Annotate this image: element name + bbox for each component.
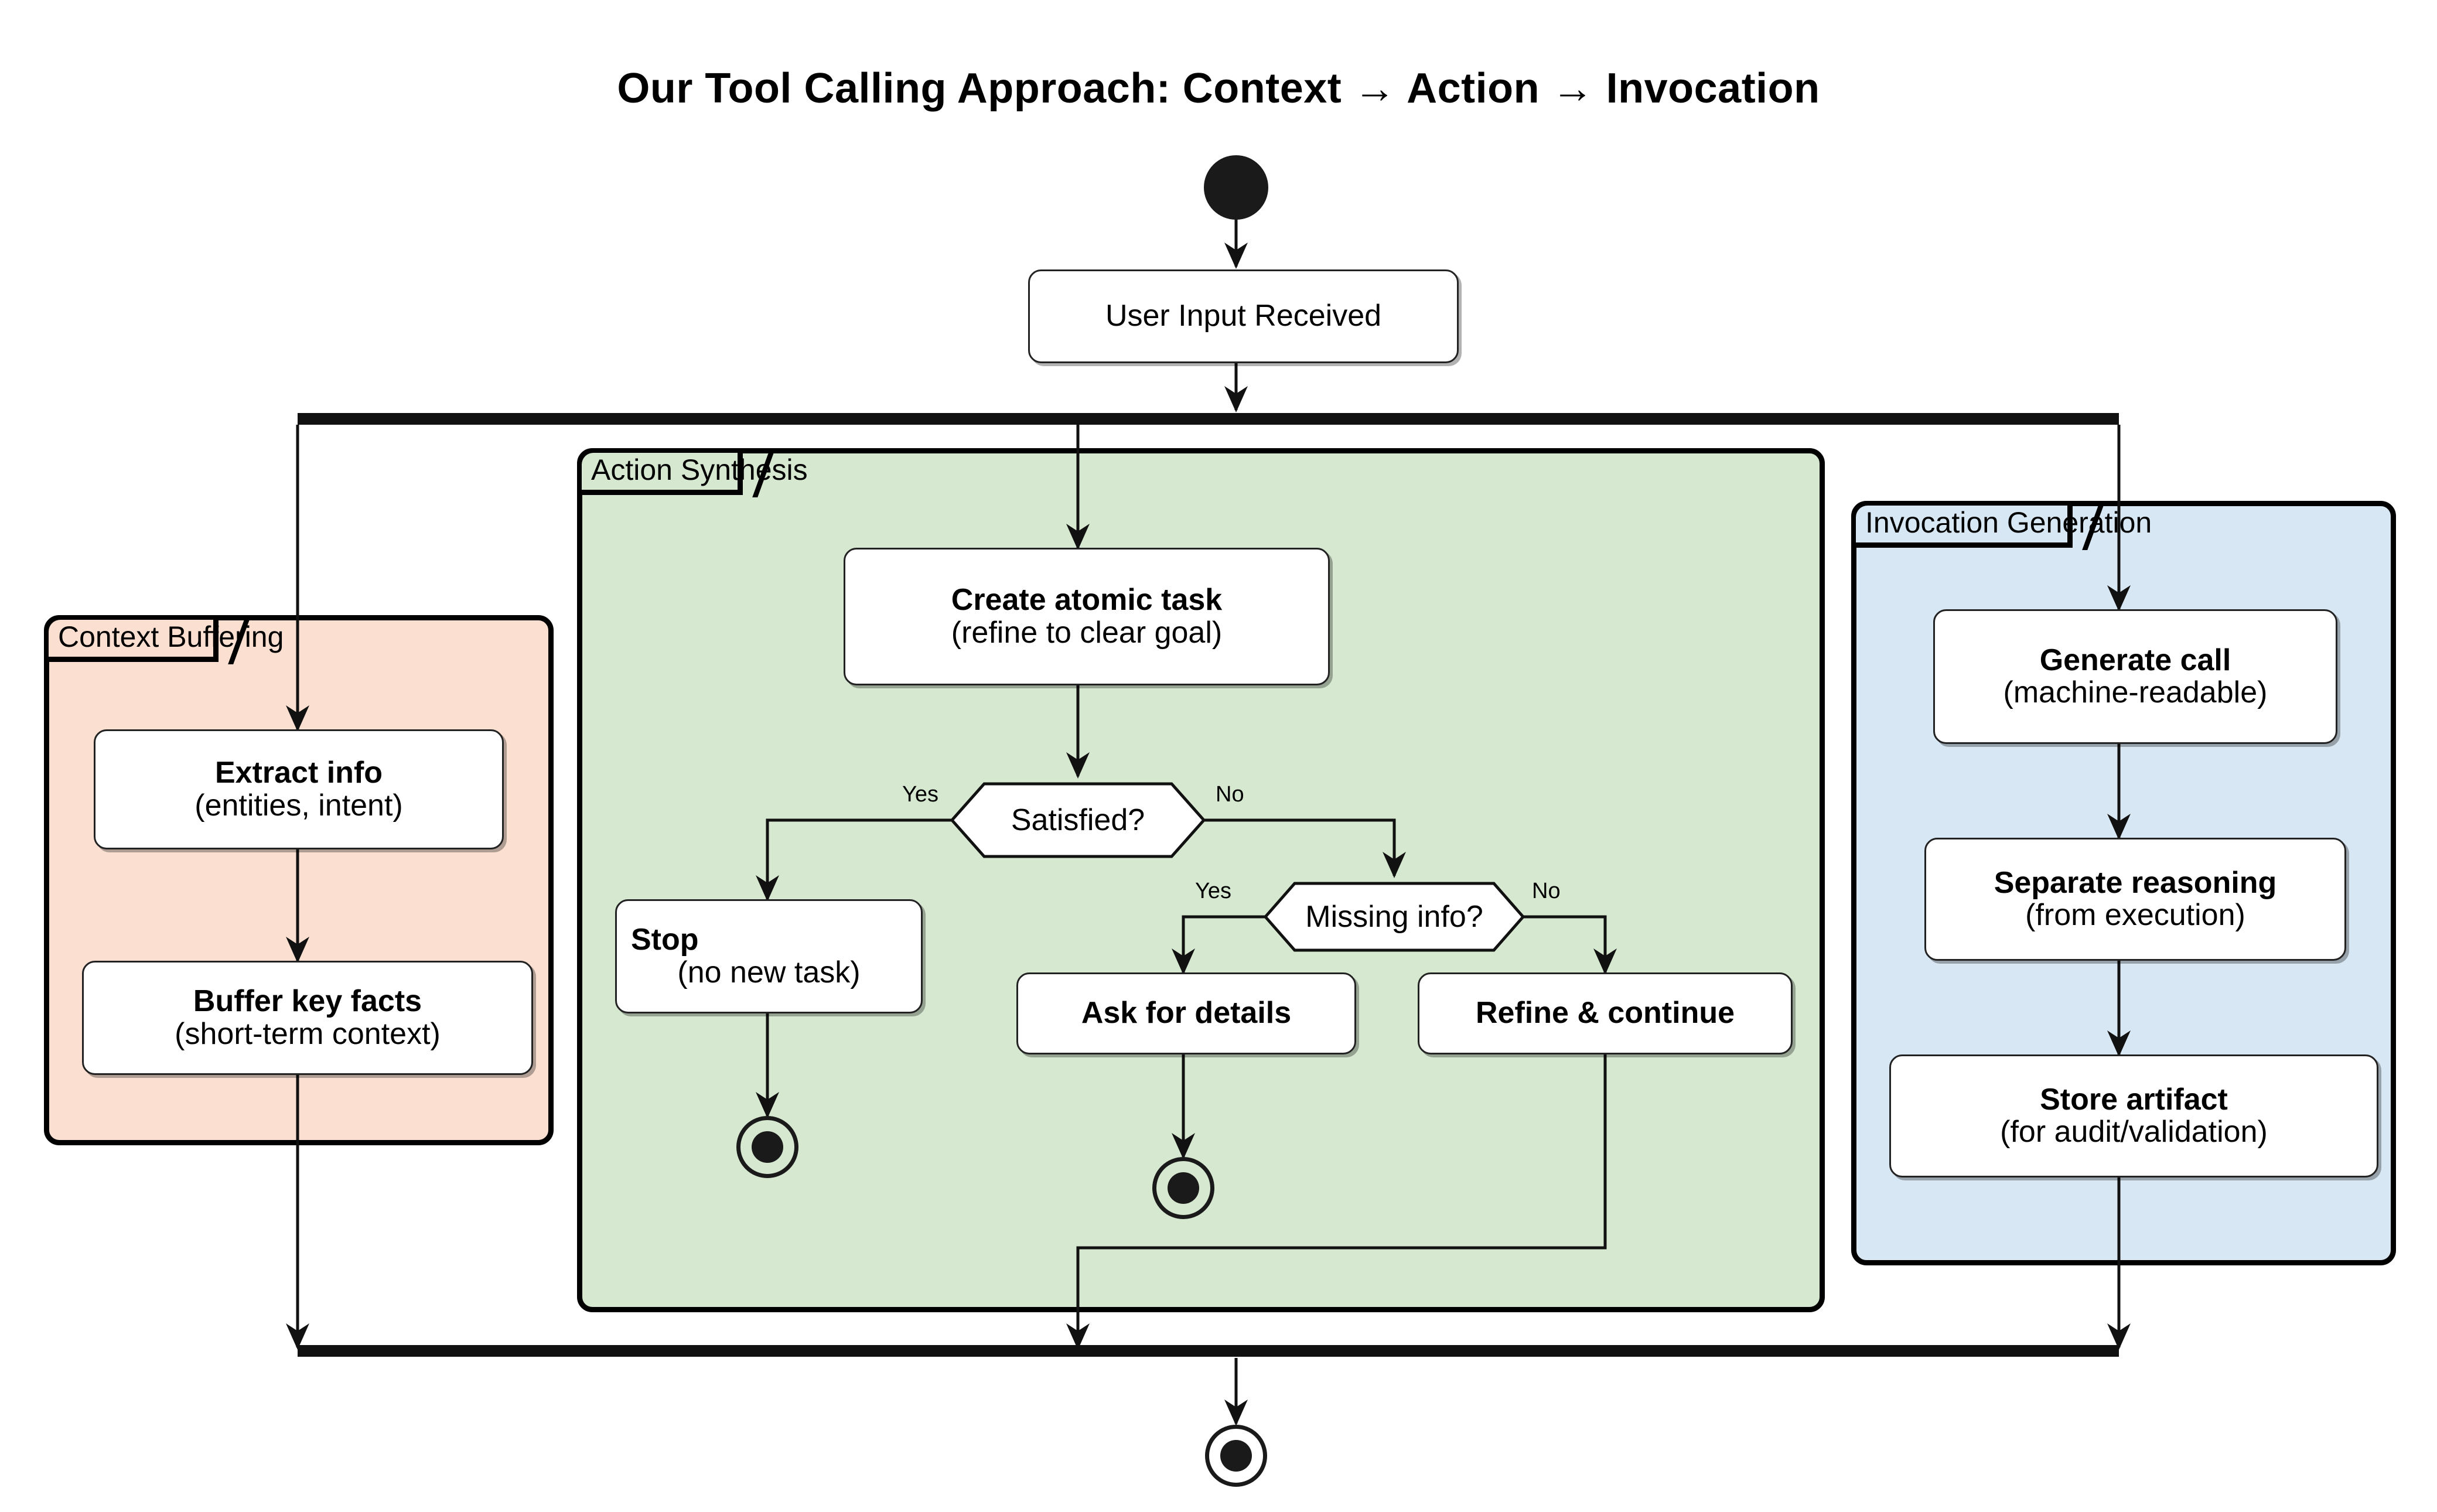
end-node-stop	[736, 1116, 798, 1178]
activity-separate-reasoning[interactable]: Separate reasoning (from execution)	[1924, 838, 2346, 961]
decision-satisfied-shape	[950, 782, 1206, 858]
end-node-stop-dot	[752, 1131, 783, 1163]
activity-stop-subtitle: (no new task)	[677, 955, 861, 989]
group-action-synthesis-label: Action Synthesis	[591, 453, 808, 486]
activity-buffer-key-facts-subtitle: (short-term context)	[175, 1016, 441, 1051]
group-context-buffering-label: Context Buffering	[58, 620, 284, 653]
activity-store-artifact[interactable]: Store artifact (for audit/validation)	[1889, 1054, 2378, 1177]
activity-separate-reasoning-title: Separate reasoning	[1994, 865, 2277, 900]
activity-create-atomic-task-subtitle: (refine to clear goal)	[951, 615, 1223, 650]
edge-satisfied-no	[1204, 818, 1396, 873]
group-context-buffering-tab: Context Buffering	[49, 620, 284, 662]
activity-ask-for-details-title: Ask for details	[1081, 996, 1292, 1030]
activity-ask-for-details[interactable]: Ask for details	[1016, 972, 1356, 1054]
activity-separate-reasoning-subtitle: (from execution)	[2025, 898, 2245, 932]
activity-generate-call[interactable]: Generate call (machine-readable)	[1933, 609, 2337, 744]
edge-missing-no	[1523, 915, 1607, 970]
start-node	[1204, 155, 1268, 220]
activity-store-artifact-subtitle: (for audit/validation)	[2000, 1115, 2268, 1149]
edge-label-satisfied-no: No	[1216, 782, 1244, 807]
decision-missing-info-label: Missing info?	[1305, 900, 1483, 934]
final-end-node-dot	[1220, 1440, 1252, 1472]
activity-extract-info-title: Extract info	[214, 756, 383, 790]
group-invocation-generation-tab: Invocation Generation	[1856, 506, 2152, 548]
edge-label-missing-no: No	[1532, 879, 1561, 903]
page-title: Our Tool Calling Approach: Context → Act…	[617, 65, 1820, 112]
end-node-ask	[1152, 1157, 1214, 1219]
edge-refine-to-join	[1076, 1054, 1607, 1344]
activity-extract-info-subtitle: (entities, intent)	[194, 788, 403, 822]
activity-user-input-received[interactable]: User Input Received	[1028, 269, 1459, 363]
final-end-node	[1205, 1425, 1267, 1487]
end-node-ask-dot	[1168, 1172, 1199, 1204]
activity-refine-continue[interactable]: Refine & continue	[1418, 972, 1793, 1054]
join-bar	[298, 1345, 2119, 1357]
edge-satisfied-yes	[766, 818, 952, 896]
activity-buffer-key-facts-title: Buffer key facts	[193, 984, 422, 1019]
fork-bar	[298, 413, 2119, 425]
decision-missing-info[interactable]: Missing info?	[1265, 883, 1523, 950]
activity-stop-title: Stop	[631, 923, 699, 957]
decision-satisfied[interactable]: Satisfied?	[952, 784, 1204, 856]
activity-user-input-received-label: User Input Received	[1105, 299, 1382, 333]
activity-buffer-key-facts[interactable]: Buffer key facts (short-term context)	[82, 961, 533, 1075]
activity-generate-call-title: Generate call	[2039, 643, 2231, 677]
activity-create-atomic-task-title: Create atomic task	[951, 583, 1223, 617]
edge-label-missing-yes: Yes	[1195, 879, 1231, 903]
activity-refine-continue-title: Refine & continue	[1475, 996, 1735, 1030]
activity-generate-call-subtitle: (machine-readable)	[2003, 675, 2268, 709]
activity-extract-info[interactable]: Extract info (entities, intent)	[94, 729, 504, 849]
group-invocation-generation-label: Invocation Generation	[1865, 506, 2152, 539]
edge-label-satisfied-yes: Yes	[902, 782, 938, 807]
activity-create-atomic-task[interactable]: Create atomic task (refine to clear goal…	[844, 548, 1330, 685]
activity-store-artifact-title: Store artifact	[2040, 1082, 2228, 1117]
activity-stop[interactable]: Stop (no new task)	[615, 899, 923, 1013]
edge-missing-yes	[1182, 915, 1265, 970]
group-action-synthesis-tab: Action Synthesis	[582, 453, 808, 495]
decision-satisfied-label: Satisfied?	[1011, 803, 1145, 837]
decision-missing-info-shape	[1263, 882, 1525, 952]
